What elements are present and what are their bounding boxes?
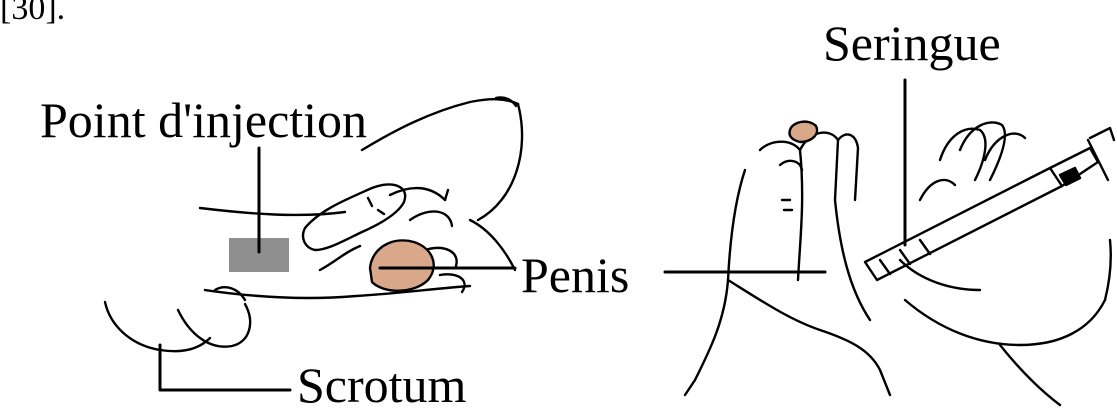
injection-point-label: Point d'injection <box>40 95 367 145</box>
right-hands-illustration <box>685 122 1114 405</box>
syringe-label: Seringue <box>823 18 1001 68</box>
reference-fragment: [30]. <box>0 0 65 26</box>
glans <box>370 240 434 290</box>
scrotum-label: Scrotum <box>297 360 466 410</box>
penis-label: Penis <box>521 250 629 300</box>
right-fingertip <box>789 122 817 142</box>
